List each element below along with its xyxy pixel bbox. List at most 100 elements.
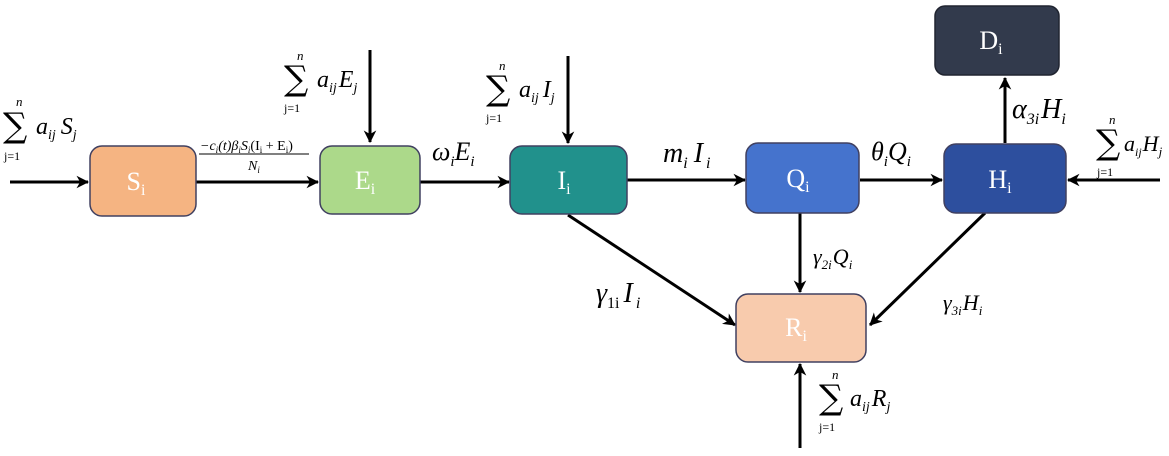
sum-i-a: a	[519, 77, 531, 103]
sum-r-sub: j=1	[818, 420, 835, 434]
rate-hr: γ3iHi	[943, 290, 983, 318]
sum-e-sub: j=1	[283, 101, 300, 115]
node-d-sub: i	[998, 41, 1003, 58]
sum-s-var: S	[61, 114, 73, 140]
rate-hd-var-sub: i	[1061, 111, 1065, 128]
sum-s-sup: n	[16, 94, 23, 109]
rate-ir-sym: γ	[596, 278, 608, 309]
sum-e-term: aijEj	[317, 67, 357, 96]
sum-r-var-sub: j	[884, 400, 890, 415]
sum-r-var: R	[871, 386, 887, 412]
rate-se-num-s-sub: i	[248, 145, 251, 155]
node-i: Ii	[509, 145, 628, 215]
node-q-letter: Q	[786, 164, 805, 193]
sum-h-var: H	[1142, 131, 1160, 156]
rate-se-num-open: (I	[250, 139, 260, 154]
node-i-sub: i	[566, 181, 571, 198]
rate-qr-var-sub: i	[849, 257, 853, 272]
sum-i-sub: j=1	[485, 111, 502, 125]
node-r-box	[735, 293, 867, 363]
sum-e-a-sub: ij	[329, 81, 337, 96]
rate-iq-var: I	[693, 138, 705, 169]
rate-ir-sym-sub: 1i	[607, 295, 620, 312]
rate-se-num-plus: + E	[262, 139, 285, 154]
sum-e-sup: n	[297, 48, 304, 63]
sum-e-sigma-icon: ∑	[284, 59, 308, 99]
node-d-letter: D	[979, 26, 998, 55]
node-h-label: Hi	[988, 165, 1012, 197]
sum-s-term: aij Sj	[36, 114, 77, 143]
node-e-sub: i	[371, 181, 376, 198]
rate-hd-var: H	[1040, 94, 1063, 125]
sum-s-a: a	[36, 114, 48, 140]
node-h-sub: i	[1007, 180, 1012, 197]
rate-iq-var-sub: i	[706, 155, 710, 172]
rate-qr-sym-sub: 2i	[822, 257, 833, 272]
node-i-label: Ii	[557, 166, 571, 198]
node-q-sub: i	[805, 179, 810, 196]
rate-qh-var-sub: i	[907, 154, 911, 170]
node-q: Qi	[745, 142, 860, 214]
sum-h-a-sub: ij	[1135, 145, 1142, 159]
node-e-letter: E	[355, 166, 371, 195]
rate-hd: α3iHi	[1012, 94, 1066, 128]
rate-qr-var: Q	[833, 244, 849, 269]
rate-se-den-sub: i	[257, 165, 260, 175]
sum-i-a-sub: ij	[531, 91, 539, 106]
sum-r: n ∑ j=1 aijRj	[818, 367, 890, 434]
rate-hd-sym-sub: 3i	[1026, 111, 1039, 128]
sum-e: n ∑ j=1 aijEj	[283, 48, 357, 115]
node-s-letter: S	[127, 167, 141, 196]
sum-h: n ∑ j=1 aijHj	[1096, 112, 1163, 179]
rate-ei-sym-sub: i	[450, 154, 454, 170]
node-s-sub: i	[141, 182, 146, 199]
node-i-box	[509, 145, 628, 215]
node-s: Si	[89, 145, 197, 217]
rate-qh-sym: θ	[871, 137, 884, 166]
node-r-sub: i	[802, 328, 807, 345]
rate-se-num-close: )	[288, 139, 293, 154]
rate-se-num-rest: (t)β	[218, 139, 238, 154]
node-r: Ri	[735, 293, 867, 363]
rate-se-num-beta-sub: i	[238, 145, 241, 155]
sum-h-sup: n	[1109, 112, 1116, 127]
node-q-box	[745, 142, 860, 214]
sum-i-sup: n	[499, 58, 506, 73]
rate-ei: ωiEi	[432, 137, 475, 170]
node-s-label: Si	[127, 167, 146, 199]
node-e-box	[319, 145, 421, 215]
rate-se-numerator: −ci(t)βiSi(Ii + Ei)	[200, 139, 293, 155]
rate-se-num-s: S	[241, 139, 248, 154]
i-to-r-arrow	[567, 213, 736, 327]
node-d: Di	[934, 5, 1060, 76]
node-r-label: Ri	[785, 313, 807, 345]
rate-qh-var: Q	[888, 137, 907, 166]
node-h-box	[943, 143, 1067, 214]
rate-ei-var-sub: i	[470, 154, 474, 170]
sum-i-var-sub: j	[549, 91, 555, 106]
sum-i-var: I	[542, 77, 552, 103]
node-e-label: Ei	[355, 166, 376, 198]
rate-ir-var-sub: i	[636, 295, 640, 312]
node-h: Hi	[943, 143, 1067, 214]
rate-ei-sym: ω	[432, 137, 450, 166]
rate-se-num-e-sub: i	[286, 145, 289, 155]
rate-qr: γ2iQi	[813, 244, 853, 272]
sum-h-term: aijHj	[1124, 131, 1163, 159]
rate-hr-sym: γ	[943, 290, 953, 315]
sum-r-a: a	[850, 386, 862, 412]
sum-h-sigma-icon: ∑	[1096, 123, 1120, 163]
sum-e-var: E	[338, 67, 354, 93]
rate-iq-sym-sub: i	[683, 155, 687, 172]
rate-ir-var: I	[623, 278, 635, 309]
sum-s-a-sub: ij	[48, 128, 56, 143]
sum-s-var-sub: j	[71, 128, 77, 143]
sum-r-a-sub: ij	[862, 400, 870, 415]
node-q-label: Qi	[786, 164, 810, 196]
rate-hr-var-sub: i	[979, 303, 983, 318]
sum-r-sigma-icon: ∑	[819, 378, 843, 418]
sum-h-a: a	[1124, 131, 1135, 156]
